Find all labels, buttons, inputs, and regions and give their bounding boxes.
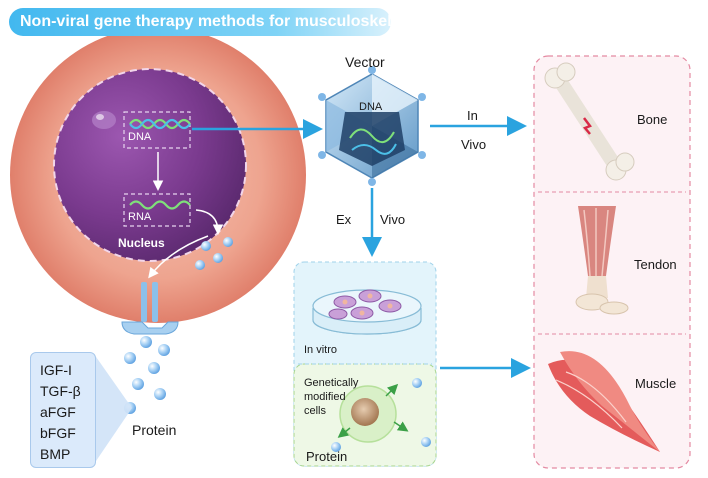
nucleus-label: Nucleus [118, 236, 165, 250]
tendon-illustration [575, 206, 629, 315]
membrane-receptor [121, 282, 179, 335]
modified-cell [331, 378, 431, 452]
petri-dish [312, 289, 422, 335]
target-tendon-label: Tendon [634, 257, 677, 272]
in-vitro-label: In vitro [304, 344, 338, 356]
diagram-title: Non-viral gene therapy methods for muscu… [20, 13, 488, 30]
ex-vivo-label-line1: Ex [336, 212, 352, 227]
in-vivo-label-line1: In [467, 108, 478, 123]
protein-label: Protein [132, 422, 177, 438]
in-vivo-label-line2: Vivo [461, 137, 487, 152]
target-muscle-label: Muscle [635, 376, 677, 391]
nucleus-rna-label: RNA [128, 211, 152, 223]
growth-factor-list: IGF-I TGF-β aFGF bFGF BMP [40, 360, 81, 465]
growth-factor-box [30, 352, 96, 468]
title-bar [9, 8, 391, 36]
modified-cells-line1: Genetically [304, 377, 359, 389]
vector-dna-label: DNA [359, 101, 383, 113]
growth-factor-item: IGF-I [40, 362, 72, 378]
growth-factor-item: BMP [40, 446, 71, 462]
modified-protein-label: Protein [306, 449, 348, 464]
nucleus-dna-box [123, 111, 191, 149]
muscle-illustration [548, 351, 660, 452]
target-bone-label: Bone [637, 112, 668, 127]
growth-factor-item: bFGF [40, 425, 76, 441]
nucleus-dna-label: DNA [128, 131, 152, 143]
growth-factor-item: TGF-β [40, 383, 81, 399]
secreted-protein-balls [124, 336, 170, 414]
bone-illustration [544, 62, 635, 181]
vector-capsid [318, 66, 426, 186]
vector-title: Vector [345, 54, 385, 70]
modified-cells-line2: modified [304, 391, 346, 403]
ex-vivo-label-line2: Vivo [380, 212, 406, 227]
growth-factor-item: aFGF [40, 404, 76, 420]
modified-cells-line3: cells [304, 405, 327, 417]
